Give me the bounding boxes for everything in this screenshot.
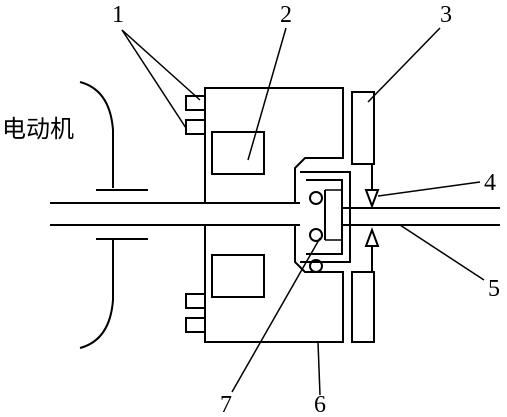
terminal-1d — [185, 317, 206, 333]
callout-1: 1 — [112, 2, 124, 28]
motor-label: 电动机 — [2, 115, 74, 143]
terminal-1b — [185, 119, 206, 135]
coil-upper — [211, 131, 265, 175]
leader-2 — [247, 27, 287, 161]
coil-upper-bg — [211, 131, 265, 175]
friction-disc-upper — [351, 91, 375, 165]
terminal-1a — [185, 95, 206, 111]
leader-3 — [367, 27, 441, 103]
stator-upper — [204, 87, 344, 204]
stator-lower — [204, 224, 344, 343]
callout-7: 7 — [220, 392, 232, 417]
leader-7 — [231, 237, 321, 393]
leader-1a — [121, 29, 201, 101]
leader-6 — [317, 341, 321, 396]
arrow-up-head-icon — [364, 227, 380, 247]
callout-4: 4 — [484, 170, 496, 196]
terminal-1c — [185, 293, 206, 309]
callout-2: 2 — [280, 2, 292, 28]
leader-4 — [377, 181, 481, 197]
armature-cup-outer — [300, 171, 351, 263]
ball-bottom — [309, 259, 323, 273]
ball-top — [309, 191, 323, 205]
callout-5: 5 — [488, 276, 500, 302]
callout-6: 6 — [314, 392, 326, 417]
motor-housing-outline — [79, 81, 114, 349]
friction-disc-lower — [351, 271, 375, 343]
arrow-down-head-icon — [364, 189, 380, 209]
coil-lower — [211, 254, 265, 298]
leader-1b — [121, 29, 187, 129]
coil-lower-bg — [211, 254, 265, 298]
callout-3: 3 — [440, 2, 452, 28]
ball-middle — [309, 228, 323, 242]
armature-cup-inner — [306, 179, 343, 255]
leader-5 — [399, 224, 485, 281]
